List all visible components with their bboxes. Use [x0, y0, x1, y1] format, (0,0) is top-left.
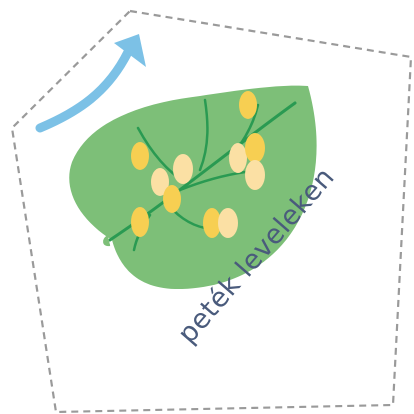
egg-icon [163, 185, 181, 213]
egg-icon [229, 143, 247, 173]
egg-icon [131, 142, 149, 170]
egg-icon [131, 207, 149, 237]
egg-icon [151, 168, 169, 196]
egg-cluster [131, 91, 265, 238]
leaf-icon [69, 85, 317, 290]
egg-icon [245, 133, 265, 163]
egg-icon [245, 160, 265, 190]
egg-icon [173, 154, 193, 184]
curved-arrow-icon [35, 34, 146, 133]
egg-icon [203, 208, 221, 238]
egg-icon [218, 208, 238, 238]
dashed-cut-outline [10, 9, 413, 414]
egg-icon [239, 91, 257, 119]
